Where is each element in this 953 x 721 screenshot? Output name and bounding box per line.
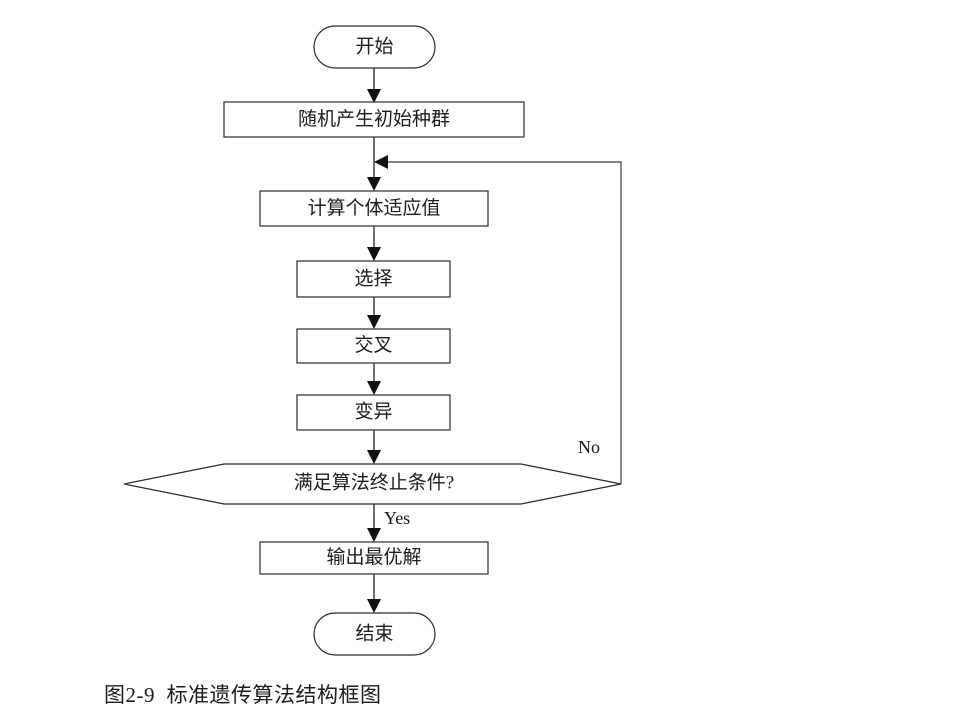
node-crossover-label: 交叉 [354,334,392,356]
node-fitness-label: 计算个体适应值 [307,197,440,219]
node-mutation-label: 变异 [354,400,392,422]
connector-decision-to-output [367,504,381,542]
connector-selection-to-crossover [367,297,381,329]
edge-label-yes: Yes [384,508,410,528]
node-start-label: 开始 [355,35,393,57]
node-crossover[interactable]: 交叉 [296,328,451,364]
node-decision-label: 满足算法终止条件? [294,471,454,493]
edge-label-no: No [578,437,600,457]
connector-init-to-fitness [367,137,381,191]
node-output-label: 输出最优解 [326,546,421,568]
node-selection[interactable]: 选择 [296,260,451,298]
connector-crossover-to-mutation [367,363,381,395]
node-init-population-label: 随机产生初始种群 [298,108,450,130]
connector-output-to-end [367,574,381,613]
connector-feedback-no [374,155,622,484]
figure-caption: 图2-9 标准遗传算法结构框图 [104,683,382,707]
node-fitness[interactable]: 计算个体适应值 [259,190,489,227]
node-selection-label: 选择 [354,267,392,289]
node-end[interactable]: 结束 [313,612,436,656]
node-mutation[interactable]: 变异 [296,394,451,431]
node-end-label: 结束 [355,622,393,644]
node-start[interactable]: 开始 [313,25,436,69]
connector-start-to-init [367,68,381,103]
node-decision[interactable]: 满足算法终止条件? [123,463,622,505]
node-init-population[interactable]: 随机产生初始种群 [223,101,525,138]
node-output[interactable]: 输出最优解 [259,541,489,575]
connector-fitness-to-selection [367,226,381,261]
connector-mutation-to-decision [367,430,381,464]
